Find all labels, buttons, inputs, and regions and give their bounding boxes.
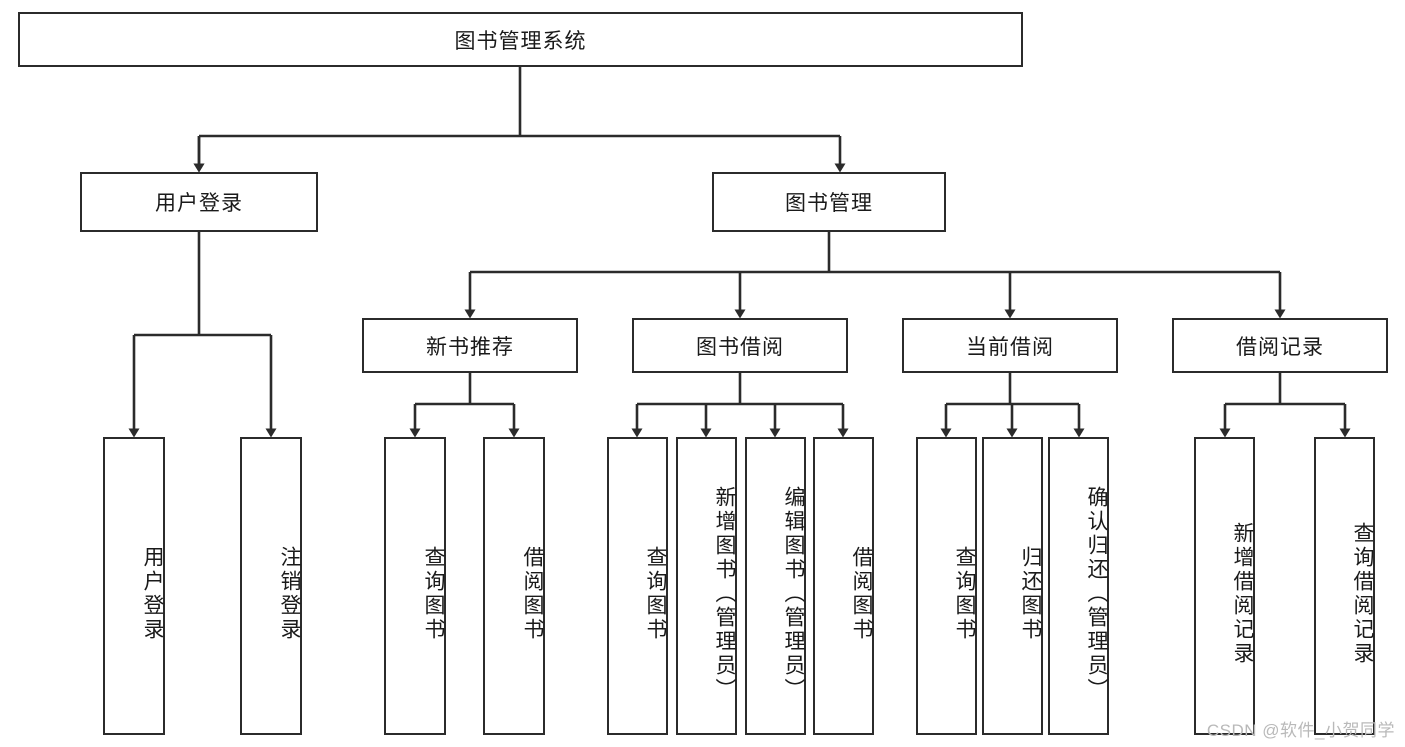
node-leaf-borrow-book-2-label: 借阅图书 <box>850 546 873 642</box>
node-leaf-query-book-1-label: 查询图书 <box>422 546 445 642</box>
node-leaf-logout-label: 注销登录 <box>278 546 301 642</box>
node-leaf-query-book-2-label: 查询图书 <box>644 546 667 642</box>
node-leaf-add-record[interactable]: 新增借阅记录 <box>1194 437 1255 735</box>
node-leaf-query-book-1[interactable]: 查询图书 <box>384 437 446 735</box>
node-leaf-logout[interactable]: 注销登录 <box>240 437 302 735</box>
node-book-borrow[interactable]: 图书借阅 <box>632 318 848 373</box>
node-leaf-query-book-3[interactable]: 查询图书 <box>916 437 977 735</box>
node-leaf-edit-book-label: 编辑图书（管理员） <box>782 486 805 702</box>
node-leaf-confirm-return-label: 确认归还（管理员） <box>1085 486 1108 702</box>
node-book-manage-label: 图书管理 <box>785 192 873 215</box>
watermark: CSDN @软件_小贺同学 <box>1206 721 1395 740</box>
node-new-book-recommend[interactable]: 新书推荐 <box>362 318 578 373</box>
node-borrow-record-label: 借阅记录 <box>1236 335 1324 359</box>
node-leaf-borrow-book-1-label: 借阅图书 <box>521 546 544 642</box>
node-leaf-user-login-label: 用户登录 <box>141 546 164 642</box>
node-borrow-record[interactable]: 借阅记录 <box>1172 318 1388 373</box>
node-leaf-add-book-label: 新增图书（管理员） <box>713 486 736 702</box>
node-book-manage[interactable]: 图书管理 <box>712 172 946 232</box>
node-current-borrow[interactable]: 当前借阅 <box>902 318 1118 373</box>
node-user-login[interactable]: 用户登录 <box>80 172 318 232</box>
node-leaf-add-book[interactable]: 新增图书（管理员） <box>676 437 737 735</box>
node-leaf-query-book-2[interactable]: 查询图书 <box>607 437 668 735</box>
node-leaf-borrow-book-1[interactable]: 借阅图书 <box>483 437 545 735</box>
node-leaf-return-book-label: 归还图书 <box>1019 546 1042 642</box>
node-leaf-query-record-label: 查询借阅记录 <box>1351 522 1374 666</box>
node-user-login-label: 用户登录 <box>155 192 243 215</box>
node-leaf-query-record[interactable]: 查询借阅记录 <box>1314 437 1375 735</box>
node-leaf-confirm-return[interactable]: 确认归还（管理员） <box>1048 437 1109 735</box>
node-root-label: 图书管理系统 <box>454 29 587 53</box>
node-leaf-return-book[interactable]: 归还图书 <box>982 437 1043 735</box>
node-book-borrow-label: 图书借阅 <box>696 335 784 359</box>
node-leaf-edit-book[interactable]: 编辑图书（管理员） <box>745 437 806 735</box>
node-leaf-query-book-3-label: 查询图书 <box>953 546 976 642</box>
node-leaf-user-login[interactable]: 用户登录 <box>103 437 165 735</box>
node-current-borrow-label: 当前借阅 <box>966 335 1054 359</box>
node-leaf-add-record-label: 新增借阅记录 <box>1231 522 1254 666</box>
node-leaf-borrow-book-2[interactable]: 借阅图书 <box>813 437 874 735</box>
node-root[interactable]: 图书管理系统 <box>18 12 1023 67</box>
node-new-book-recommend-label: 新书推荐 <box>426 335 514 359</box>
